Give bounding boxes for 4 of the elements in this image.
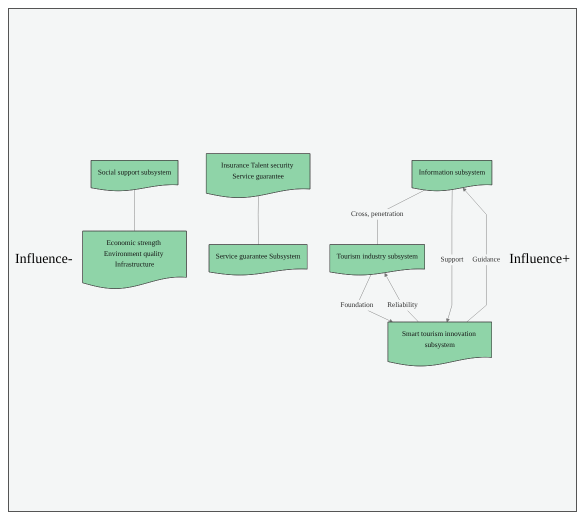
- side-note: Influence-: [14, 252, 74, 268]
- connector: [134, 190, 135, 232]
- connector: [257, 196, 258, 246]
- side-note: Influence+: [508, 252, 571, 268]
